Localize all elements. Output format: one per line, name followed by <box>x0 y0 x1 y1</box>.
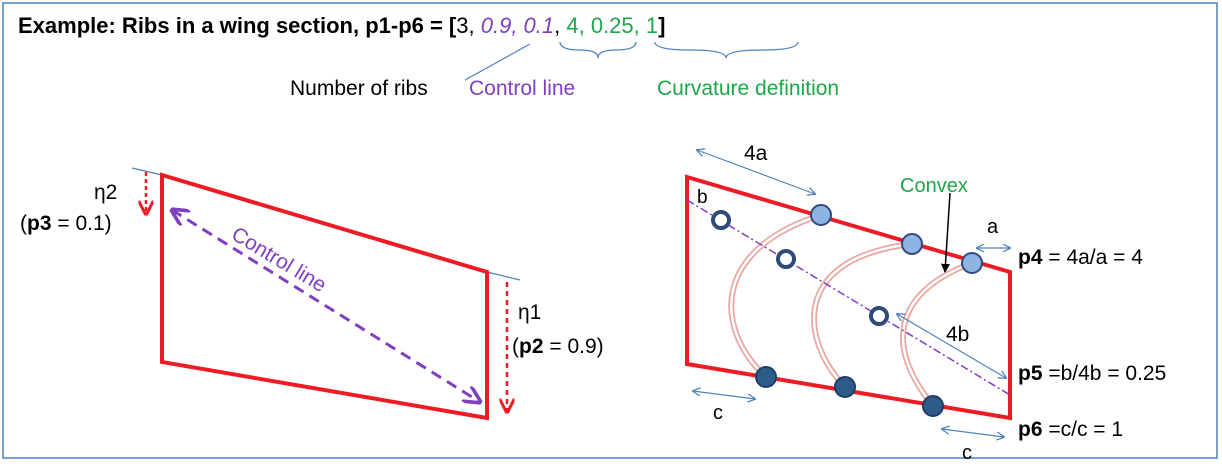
p4-value: = 4a/a = 4 <box>1043 246 1144 269</box>
p3-open: ( <box>20 212 27 235</box>
header-value-control: 0.9, 0.1 <box>481 13 554 38</box>
bottom-node-1 <box>755 366 777 388</box>
dim-4a-arrow <box>697 150 815 194</box>
p4-name: p4 <box>1018 246 1043 269</box>
control-node-2 <box>776 249 796 269</box>
frame-border <box>2 2 1218 459</box>
p3-name: p3 <box>27 212 52 235</box>
curvature-brace <box>654 41 799 59</box>
control-line-arrow <box>172 210 480 402</box>
p3-value: = 0.1) <box>52 212 112 235</box>
legend-control: Control line <box>469 77 575 100</box>
p2-label: (p2 = 0.9) <box>512 335 604 358</box>
left-wing-outline <box>160 172 489 421</box>
bottom-nodes <box>755 366 944 417</box>
top-node-3 <box>961 252 983 274</box>
dim-c2-label: c <box>962 442 972 461</box>
p2-open: ( <box>512 335 519 358</box>
rib-1-inner <box>730 213 823 379</box>
p4-label: p4 = 4a/a = 4 <box>1018 246 1143 269</box>
bottom-node-2 <box>834 376 856 398</box>
top-nodes <box>810 204 983 274</box>
control-line-label: Control line <box>227 223 330 297</box>
convex-label: Convex <box>900 175 968 197</box>
p3-label: (p3 = 0.1) <box>20 212 112 235</box>
eta1-label: η1 <box>518 301 541 324</box>
control-node-1 <box>711 210 731 230</box>
p6-name: p6 <box>1018 418 1043 441</box>
control-node-3 <box>869 306 889 326</box>
p5-value: =b/4b = 0.25 <box>1043 362 1167 385</box>
header-value-curvature: 4, 0.25, 1 <box>566 13 658 38</box>
left-top-ref-line <box>131 167 163 176</box>
dim-b-label: b <box>697 187 708 208</box>
dim-c1-arrow <box>693 391 755 399</box>
dim-4a-label: 4a <box>744 142 768 165</box>
p2-value: = 0.9) <box>544 335 604 358</box>
header-prefix: Example: Ribs in a wing section, p1-p6 =… <box>18 13 457 38</box>
right-control-line <box>686 199 1011 396</box>
dim-a-label: a <box>987 216 999 238</box>
rib-2-inner <box>812 242 914 389</box>
header-title: Example: Ribs in a wing section, p1-p6 =… <box>18 13 665 38</box>
header-value-ribs: 3 <box>456 13 468 38</box>
left-right-ref-line <box>486 271 521 281</box>
p2-name: p2 <box>519 335 544 358</box>
bottom-node-3 <box>922 395 944 417</box>
top-node-2 <box>901 233 923 255</box>
top-node-1 <box>810 204 832 226</box>
dim-c1-label: c <box>713 402 723 424</box>
dim-c2-arrow <box>942 429 1004 437</box>
legend-curvature: Curvature definition <box>657 77 839 100</box>
p5-label: p5 =b/4b = 0.25 <box>1018 362 1166 385</box>
ribs-leader-line <box>464 43 531 81</box>
p6-label: p6 =c/c = 1 <box>1018 418 1123 441</box>
p6-value: =c/c = 1 <box>1043 418 1124 441</box>
convex-pointer <box>941 192 951 273</box>
eta2-label: η2 <box>94 181 117 204</box>
legend-ribs: Number of ribs <box>290 77 428 100</box>
control-brace <box>559 41 637 59</box>
header-sep1: , <box>469 13 481 38</box>
header-sep2: , <box>554 13 566 38</box>
header-suffix: ] <box>658 13 665 38</box>
p5-name: p5 <box>1018 362 1043 385</box>
dim-4b-label: 4b <box>946 323 969 346</box>
dim-4b-arrow <box>897 314 1006 378</box>
control-nodes <box>711 210 889 326</box>
